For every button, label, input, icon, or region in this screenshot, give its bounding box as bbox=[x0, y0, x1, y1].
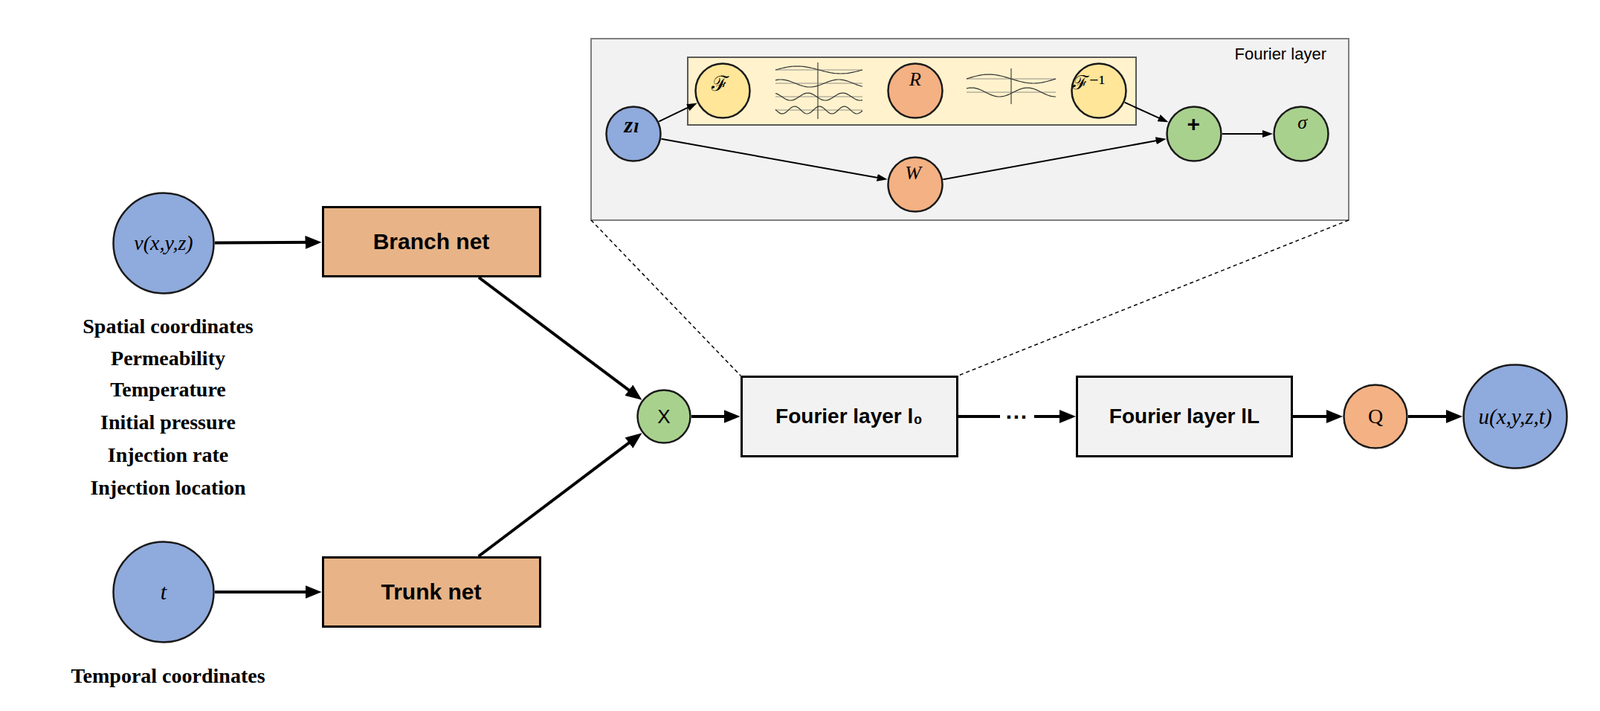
input-caption: Initial pressure bbox=[100, 410, 236, 435]
node-label: + bbox=[1186, 111, 1200, 137]
projection-node: Q bbox=[1342, 383, 1409, 450]
sum-node: + bbox=[1165, 105, 1223, 163]
node-label: R bbox=[909, 68, 922, 91]
latent-node: zₗ bbox=[605, 105, 662, 163]
arrow-connector bbox=[214, 590, 316, 594]
node-label: Fourier layer l₀ bbox=[775, 404, 923, 429]
node-label: W bbox=[904, 162, 922, 185]
branch-net: Branch net bbox=[321, 205, 542, 278]
wave-curve bbox=[775, 66, 863, 74]
arrow-connector bbox=[214, 240, 316, 245]
wave-curve bbox=[775, 79, 863, 87]
node-label: v(x,y,z) bbox=[133, 231, 193, 256]
input-caption: Permeability bbox=[110, 346, 226, 371]
wave-curve bbox=[775, 92, 863, 101]
input-caption: Temporal coordinates bbox=[70, 663, 265, 688]
node-label: ℱ⁻¹ bbox=[1072, 68, 1105, 96]
arrow-connector bbox=[478, 277, 637, 396]
arrow-connector bbox=[1408, 414, 1456, 418]
wave-axis bbox=[817, 62, 818, 119]
wave-axis bbox=[775, 96, 863, 98]
node-label: u(x,y,z,t) bbox=[1478, 404, 1552, 429]
wave-curve bbox=[966, 87, 1056, 97]
arrow-connector bbox=[1222, 133, 1269, 135]
arrow-connector bbox=[1292, 414, 1337, 418]
edge-label: ··· bbox=[1000, 404, 1035, 429]
time-input: t bbox=[112, 540, 215, 644]
arrow-connector bbox=[942, 139, 1162, 180]
node-label: Trunk net bbox=[380, 579, 482, 605]
wave-axis bbox=[775, 83, 863, 85]
wave-curve bbox=[775, 106, 863, 114]
node-label: σ bbox=[1297, 111, 1308, 134]
activation-node: σ bbox=[1272, 105, 1330, 163]
panel-heading: Fourier layer bbox=[1234, 44, 1327, 64]
zoom-leader bbox=[591, 220, 741, 376]
fourier-layer-box: Fourier layer l₀ bbox=[740, 375, 959, 458]
arrow-connector bbox=[1124, 102, 1165, 121]
product-node: X bbox=[636, 388, 692, 444]
arrow-connector bbox=[658, 104, 693, 122]
trunk-net: Trunk net bbox=[321, 556, 542, 628]
wave-axis bbox=[1010, 68, 1012, 105]
fourier-transform: ℱ bbox=[694, 62, 751, 119]
node-label: t bbox=[160, 579, 167, 605]
spectral-weight: R bbox=[886, 62, 944, 119]
node-label: Fourier layer lL bbox=[1109, 404, 1260, 429]
arrow-connector bbox=[660, 139, 883, 180]
fourier-layer-panel: Fourier layer zₗ ℱ R ℱ⁻¹ W + σ bbox=[591, 38, 1349, 221]
input-caption: Temperature bbox=[110, 377, 227, 402]
input-function: v(x,y,z) bbox=[112, 191, 215, 295]
input-caption: Injection rate bbox=[107, 443, 229, 467]
wave-illustration bbox=[775, 62, 1056, 119]
node-label: Branch net bbox=[373, 228, 490, 255]
inverse-fourier: ℱ⁻¹ bbox=[1070, 62, 1128, 119]
node-label: ℱ bbox=[711, 68, 729, 97]
wave-curve bbox=[966, 74, 1056, 84]
linear-weight: W bbox=[886, 156, 944, 213]
node-label: Q bbox=[1368, 404, 1383, 429]
arrow-connector bbox=[691, 414, 734, 418]
zoom-leader bbox=[958, 220, 1349, 376]
spectral-band bbox=[687, 57, 1137, 125]
node-label: zₗ bbox=[624, 111, 640, 138]
arrow-connector bbox=[478, 437, 638, 557]
input-caption: Injection location bbox=[89, 475, 246, 500]
input-caption: Spatial coordinates bbox=[82, 314, 253, 339]
node-label: X bbox=[657, 405, 670, 429]
fourier-layer-box: Fourier layer lL bbox=[1075, 375, 1293, 458]
fourier-panel-ground bbox=[591, 38, 1349, 221]
output-function: u(x,y,z,t) bbox=[1462, 363, 1569, 470]
